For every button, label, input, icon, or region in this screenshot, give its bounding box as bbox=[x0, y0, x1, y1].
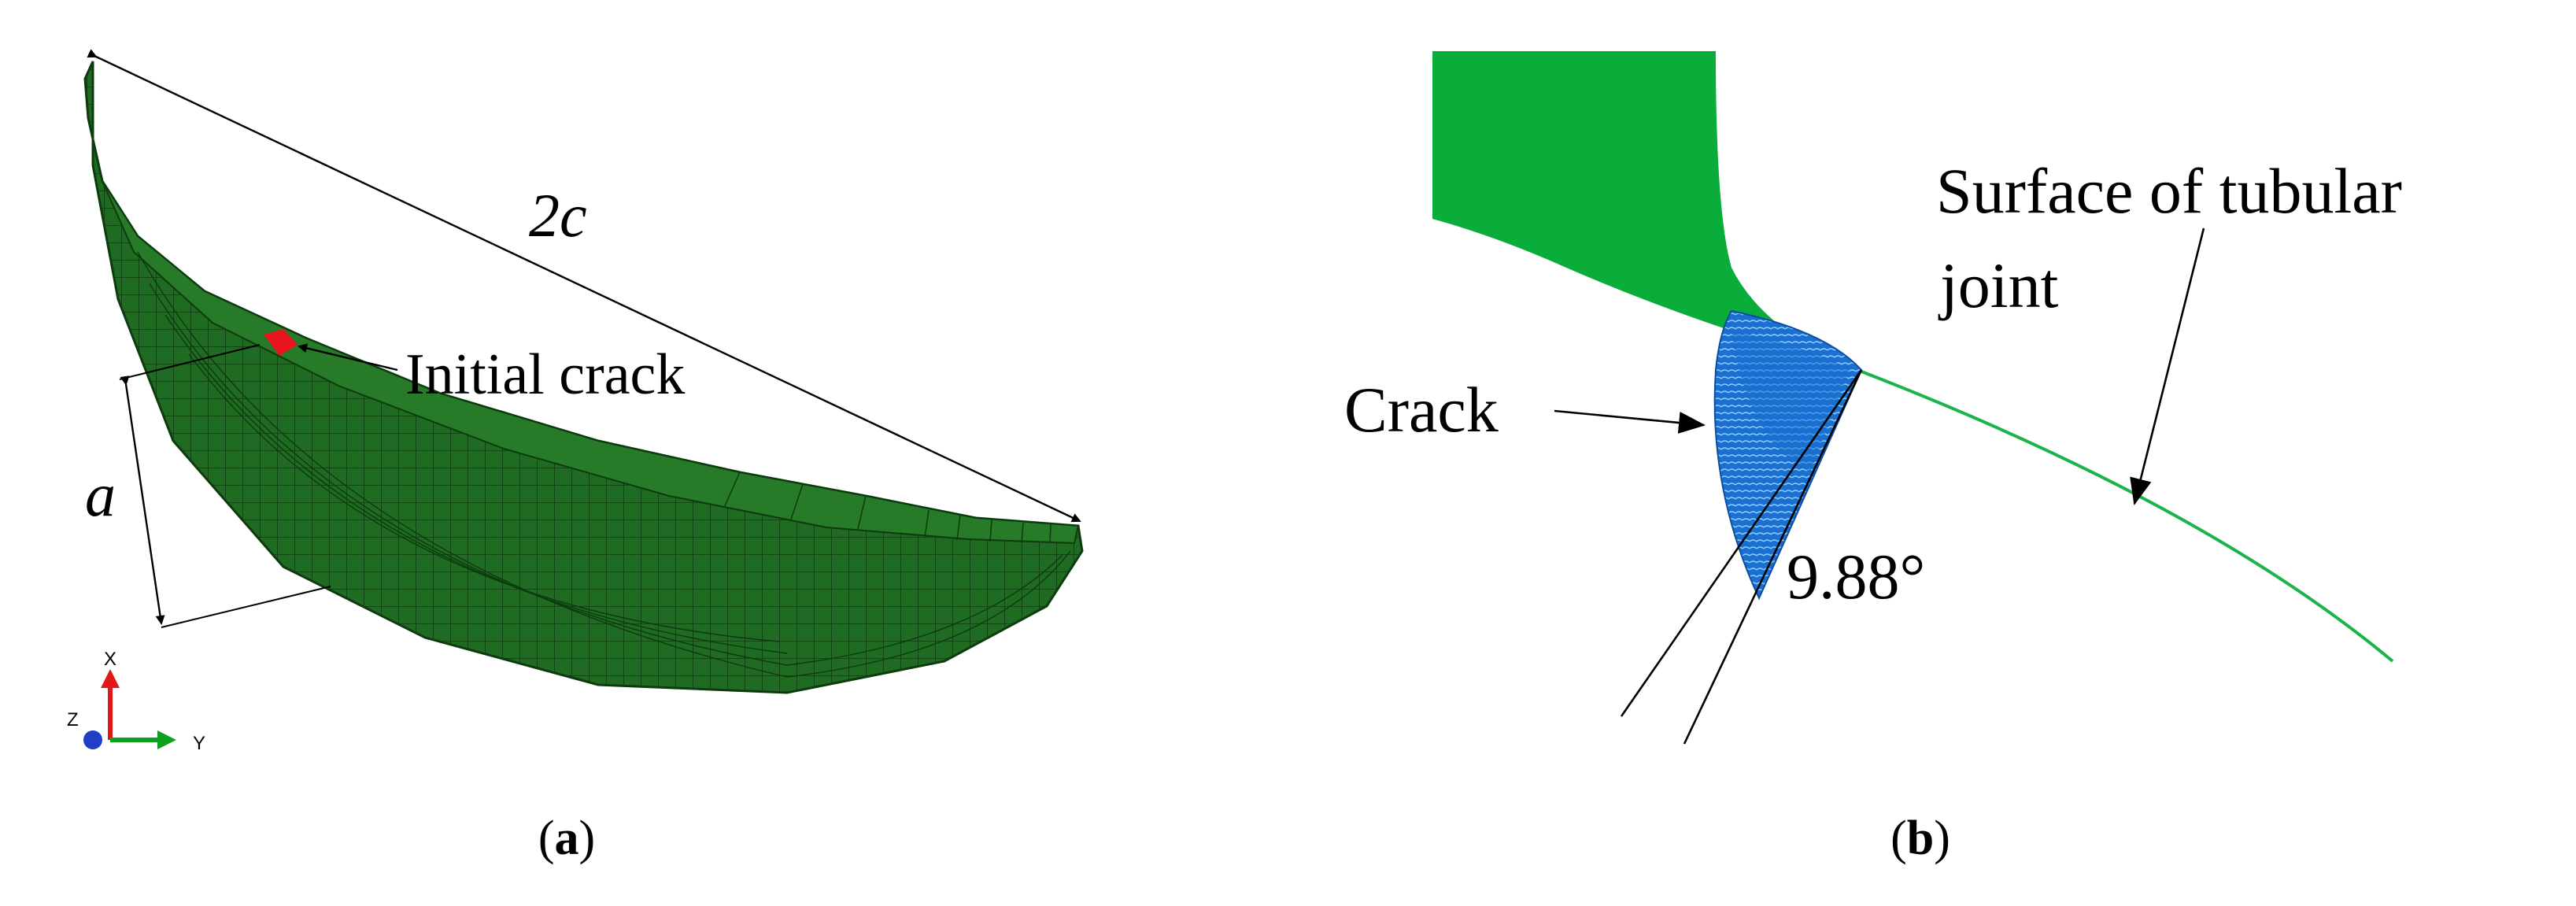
surface-label-line1: Surface of tubular bbox=[1936, 155, 2402, 227]
dimension-a-label: a bbox=[85, 460, 116, 529]
tubular-joint-body bbox=[1432, 51, 1857, 370]
depth-ext-bottom bbox=[161, 586, 331, 628]
angle-label: 9.88° bbox=[1787, 541, 1925, 612]
depth-ext-top bbox=[119, 344, 261, 380]
panel-a: 2c Initial crack a X Y Z (a) bbox=[67, 49, 1084, 865]
angle-line-1 bbox=[1620, 369, 1863, 717]
dimension-a-line bbox=[120, 375, 165, 625]
caption-b: (b) bbox=[1890, 812, 1950, 865]
joint-surface-curve bbox=[1857, 368, 2394, 663]
initial-crack-leader bbox=[298, 343, 398, 372]
svg-text:Y: Y bbox=[193, 733, 205, 754]
surface-label-line2: joint bbox=[1938, 250, 2059, 321]
svg-text:Z: Z bbox=[67, 709, 79, 730]
caption-a: (a) bbox=[538, 812, 595, 865]
panel-b: 9.88° Crack Surface of tubular joint (b) bbox=[1344, 51, 2402, 865]
crack-inner-band bbox=[1732, 331, 1850, 472]
crack-label: Crack bbox=[1344, 374, 1499, 446]
coordinate-triad: X Y Z bbox=[67, 649, 205, 754]
dimension-2c-label: 2c bbox=[529, 181, 587, 250]
initial-crack-label: Initial crack bbox=[405, 342, 685, 407]
crack-arrow bbox=[1554, 409, 1706, 434]
svg-text:X: X bbox=[104, 649, 116, 670]
angle-line-2 bbox=[1683, 369, 1863, 745]
surface-arrow bbox=[2130, 227, 2205, 505]
dimension-2c-line bbox=[87, 49, 1081, 523]
